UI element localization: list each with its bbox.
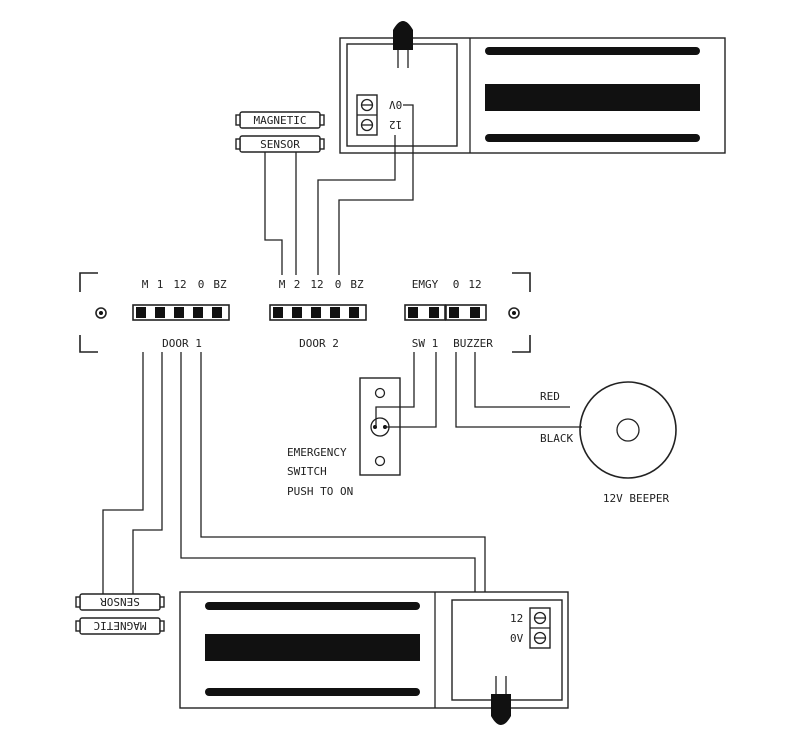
bottom-lock-bolt-icon [491,694,511,725]
mount-hole-right-icon [508,307,520,319]
top-magnetic-lock: 0V 12 [339,21,726,154]
top-sensor-magnetic-label: MAGNETIC [254,114,307,127]
top-lock-screw-12-icon [360,118,374,132]
beeper-body-icon [579,381,677,479]
buzzer-terminal-block [445,304,487,321]
door1-pin-m: M [142,278,149,291]
bottom-lock-screw-12-icon [533,611,547,625]
door1-terminal-block [132,304,230,321]
mount-hole-left-icon [95,307,107,319]
top-lock-bolt-icon [393,21,413,50]
top-lock-terminal-0v: 0V [389,98,403,111]
door1-pin-0: 0 [198,278,205,291]
emergency-label-line2: SWITCH [287,465,327,478]
top-magnetic-sensor: MAGNETIC SENSOR [235,111,325,275]
top-lock-screw-0v-icon [360,98,374,112]
door2-terminal-block [269,304,367,321]
door1-pin-1: 1 [157,278,164,291]
bottom-sensor-sensor-label: SENSOR [100,595,140,608]
door2-pin-m: M [279,278,286,291]
door2-label: DOOR 2 [299,337,339,350]
sw1-label: SW 1 [412,337,439,350]
emergency-label-line3: PUSH TO ON [287,485,353,498]
controller-board: M 1 12 0 BZ M 2 12 0 BZ EMGY 0 12 [79,272,531,353]
door2-pin-0: 0 [335,278,342,291]
beeper-red-wire-label: RED [540,390,560,403]
top-lock-terminal-12: 12 [389,118,402,131]
door1-label: DOOR 1 [162,337,202,350]
bottom-magnetic-lock: 12 0V [179,591,569,725]
door2-pin-12: 12 [310,278,323,291]
beeper-black-wire-label: BLACK [540,432,573,445]
door1-pin-bz: BZ [213,278,227,291]
emergency-switch: EMERGENCY SWITCH PUSH TO ON [287,352,437,498]
bottom-lock-screw-0v-icon [533,631,547,645]
door1-pin-12: 12 [173,278,186,291]
door2-pin-2: 2 [294,278,301,291]
bottom-lock-terminal-12: 12 [510,612,523,625]
bottom-lock-terminal-0v: 0V [510,632,524,645]
top-lock-wires [317,104,414,275]
buzzer-pin-0: 0 [453,278,460,291]
buzzer-label: BUZZER [453,337,493,350]
beeper-speaker-icon [616,418,640,442]
door2-pin-bz: BZ [350,278,364,291]
bottom-magnetic-sensor: SENSOR MAGNETIC [75,593,165,635]
beeper: RED BLACK 12V BEEPER [455,352,677,505]
beeper-label: 12V BEEPER [603,492,670,505]
emergency-label-line1: EMERGENCY [287,446,347,459]
buzzer-pin-12: 12 [468,278,481,291]
sw1-terminal-block [404,304,446,321]
bottom-sensor-magnetic-label: MAGNETIC [94,619,147,632]
emgy-header: EMGY [412,278,439,291]
top-sensor-sensor-label: SENSOR [260,138,300,151]
